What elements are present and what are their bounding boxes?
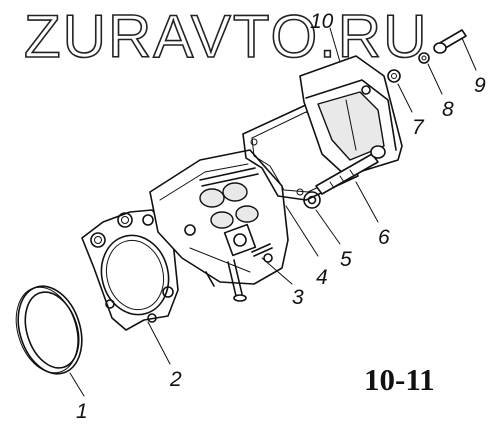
callout-7: 7: [412, 116, 425, 139]
callout-4: 4: [316, 266, 328, 289]
callout-3: 3: [292, 286, 304, 309]
watermark-text: ZURAVTO.RU: [24, 3, 428, 70]
figure-number: 10-11: [364, 362, 435, 397]
part-7-nut: [387, 69, 401, 83]
part-6-long-bolt: [315, 145, 386, 195]
callout-1: 1: [76, 400, 88, 423]
part-1-sealing-ring: [15, 285, 83, 375]
part-8-washer: [418, 52, 430, 64]
callout-9: 9: [474, 74, 486, 97]
leader-lines: [69, 27, 477, 397]
callout-2: 2: [169, 368, 182, 391]
part-3-cylinder-head: [149, 149, 289, 302]
callout-6: 6: [378, 226, 390, 249]
part-10-valve-cover: [299, 55, 403, 177]
part-9-small-bolt: [433, 29, 467, 54]
callout-10: 10: [310, 10, 334, 33]
part-2-head-gasket: [81, 209, 179, 331]
callout-5: 5: [340, 248, 352, 271]
part-5-washer: [303, 191, 321, 209]
callout-8: 8: [442, 98, 454, 121]
